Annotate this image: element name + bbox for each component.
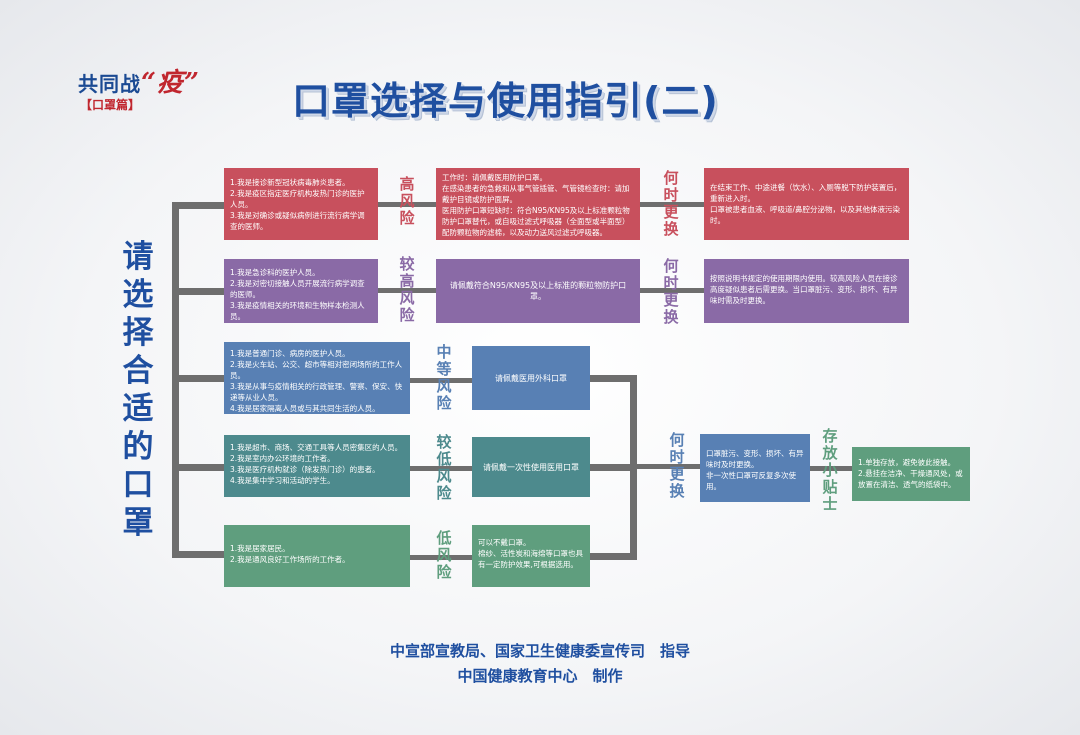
replace-item: 口罩脏污、变形、损坏、有异味时及时更换。 — [706, 449, 804, 469]
replace-item: 非一次性口罩可反复多次使用。 — [706, 471, 796, 491]
right-bracket-bottom — [590, 553, 637, 560]
advice-item: 工作时：请佩戴医用防护口罩。 — [442, 173, 547, 182]
people-item: 1.我是普通门诊、病房的医护人员。 — [230, 349, 350, 358]
higher-risk-advice-box: 请佩戴符合N95/KN95及以上标准的颗粒物防护口罩。 — [436, 259, 640, 323]
shared-replace-box: 口罩脏污、变形、损坏、有异味时及时更换。 非一次性口罩可反复多次使用。 — [700, 434, 810, 502]
people-item: 2.我是火车站、公交、超市等相对密闭场所的工作人员。 — [230, 360, 403, 380]
page-title: 口罩选择与使用指引(二) — [292, 79, 719, 123]
storage-tips-box: 1.单独存放，避免彼此接触。 2.悬挂在洁净、干燥通风处，或放置在清洁、透气的纸… — [852, 447, 970, 501]
high-risk-replace-box: 在结束工作、中途进餐（饮水）、入厕等脱下防护装置后，重新进入时。 口罩被患者血液… — [704, 168, 909, 240]
logo-prefix: 共同战 — [78, 72, 141, 96]
left-bracket-top — [172, 202, 224, 209]
high-risk-label: 高 风 险 — [399, 175, 415, 227]
connector — [410, 466, 472, 471]
people-item: 3.我是医疗机构就诊（除发热门诊）的患者。 — [230, 465, 380, 474]
low-risk-label: 低 风 险 — [436, 529, 452, 581]
people-item: 2.我是室内办公环境的工作者。 — [230, 454, 335, 463]
lower-risk-label: 较 低 风 险 — [436, 433, 452, 502]
storage-tip: 1.单独存放，避免彼此接触。 — [858, 458, 956, 467]
higher-risk-replace-box: 按照说明书规定的使用期限内使用。较高风险人员在接诊高度疑似患者后需更换。当口罩脏… — [704, 259, 909, 323]
connector — [378, 288, 436, 293]
side-title-char: 选 — [122, 277, 154, 313]
high-risk-advice-box: 工作时：请佩戴医用防护口罩。 在感染患者的急救和从事气管插管、气管镜检查时：请加… — [436, 168, 640, 240]
higher-risk-label: 较 高 风 险 — [399, 255, 415, 324]
logo-subtitle: 【口罩篇】 — [80, 98, 141, 112]
connector — [640, 202, 704, 207]
replace-item: 口罩被患者血液、呼吸道/鼻腔分泌物，以及其他体液污染时。 — [710, 205, 901, 225]
people-item: 3.我是对确诊或疑似病例进行流行病学调查的医师。 — [230, 211, 365, 231]
people-item: 1.我是急诊科的医护人员。 — [230, 268, 320, 277]
advice-item: 请佩戴符合N95/KN95及以上标准的颗粒物防护口罩。 — [449, 281, 627, 301]
connector — [172, 464, 224, 471]
storage-tips-label: 存 放 小 贴 士 — [822, 427, 838, 513]
right-bracket-top — [590, 375, 637, 382]
medium-risk-label: 中 等 风 险 — [436, 343, 452, 412]
storage-tip: 2.悬挂在洁净、干燥通风处，或放置在清洁、透气的纸袋中。 — [858, 469, 963, 489]
side-title-char: 择 — [122, 315, 154, 351]
advice-item: 医用防护口罩短缺时：符合N95/KN95及以上标准颗粒物防护口罩替代，或自吸过滤… — [442, 206, 630, 237]
connector — [410, 555, 472, 560]
campaign-logo: 共同战“疫” — [78, 62, 200, 99]
people-item: 4.我是集中学习和活动的学生。 — [230, 476, 335, 485]
footer-maker: 中国健康教育中心 制作 — [457, 667, 623, 685]
people-item: 1.我是居家居民。 — [230, 544, 290, 553]
advice-item: 可以不戴口罩。 — [478, 538, 531, 547]
connector — [410, 378, 472, 383]
higher-risk-when-label: 何 时 更 换 — [663, 257, 679, 326]
left-bracket-bottom — [172, 551, 224, 558]
logo-highlight: “疫” — [141, 68, 200, 98]
side-title-char: 请 — [122, 239, 154, 275]
shared-when-label: 何 时 更 换 — [669, 431, 685, 500]
people-item: 2.我是疫区指定医疗机构发热门诊的医护人员。 — [230, 189, 365, 209]
people-item: 2.我是对密切接触人员开展流行病学调查的医师。 — [230, 279, 365, 299]
side-title-char: 合 — [122, 353, 154, 389]
lower-risk-advice-box: 请佩戴一次性使用医用口罩 — [472, 437, 590, 497]
people-item: 1.我是超市、商场、交通工具等人员密集区的人员。 — [230, 443, 403, 452]
connector — [172, 288, 224, 295]
lower-risk-people-box: 1.我是超市、商场、交通工具等人员密集区的人员。 2.我是室内办公环境的工作者。… — [224, 435, 410, 497]
people-item: 3.我是从事与疫情相关的行政管理、警察、保安、快递等从业人员。 — [230, 382, 403, 402]
low-risk-advice-box: 可以不戴口罩。 棉纱、活性炭和海绵等口罩也具有一定防护效果,可根据选用。 — [472, 525, 590, 587]
connector — [378, 202, 436, 207]
side-title: 请 选 择 合 适 的 口 罩 — [118, 238, 158, 542]
advice-item: 在感染患者的急救和从事气管插管、气管镜检查时：请加戴护目镜或防护面屏。 — [442, 184, 630, 204]
people-item: 2.我是通风良好工作场所的工作者。 — [230, 555, 350, 564]
advice-item: 请佩戴医用外科口罩 — [495, 373, 567, 383]
replace-item: 在结束工作、中途进餐（饮水）、入厕等脱下防护装置后，重新进入时。 — [710, 183, 902, 203]
right-bracket-mid — [590, 464, 637, 471]
high-risk-when-label: 何 时 更 换 — [663, 169, 679, 238]
connector — [640, 288, 704, 293]
people-item: 1.我是接诊新型冠状病毒肺炎患者。 — [230, 178, 350, 187]
connector — [637, 464, 701, 469]
connector — [172, 375, 224, 382]
higher-risk-people-box: 1.我是急诊科的医护人员。 2.我是对密切接触人员开展流行病学调查的医师。 3.… — [224, 259, 378, 323]
people-item: 4.我是居家隔离人员或与其共同生活的人员。 — [230, 404, 380, 413]
side-title-char: 适 — [122, 391, 154, 427]
side-title-char: 口 — [122, 467, 154, 503]
advice-item: 棉纱、活性炭和海绵等口罩也具有一定防护效果,可根据选用。 — [478, 549, 583, 569]
medium-risk-advice-box: 请佩戴医用外科口罩 — [472, 346, 590, 410]
footer-guide: 中宣部宣教局、国家卫生健康委宣传司 指导 — [389, 642, 690, 660]
side-title-char: 罩 — [122, 505, 154, 541]
side-title-char: 的 — [122, 429, 154, 465]
replace-item: 按照说明书规定的使用期限内使用。较高风险人员在接诊高度疑似患者后需更换。当口罩脏… — [710, 274, 898, 305]
people-item: 3.我是疫情相关的环境和生物样本检测人员。 — [230, 301, 365, 321]
advice-item: 请佩戴一次性使用医用口罩 — [483, 462, 579, 472]
high-risk-people-box: 1.我是接诊新型冠状病毒肺炎患者。 2.我是疫区指定医疗机构发热门诊的医护人员。… — [224, 168, 378, 240]
low-risk-people-box: 1.我是居家居民。 2.我是通风良好工作场所的工作者。 — [224, 525, 410, 587]
medium-risk-people-box: 1.我是普通门诊、病房的医护人员。 2.我是火车站、公交、超市等相对密闭场所的工… — [224, 342, 410, 414]
connector — [810, 466, 852, 471]
